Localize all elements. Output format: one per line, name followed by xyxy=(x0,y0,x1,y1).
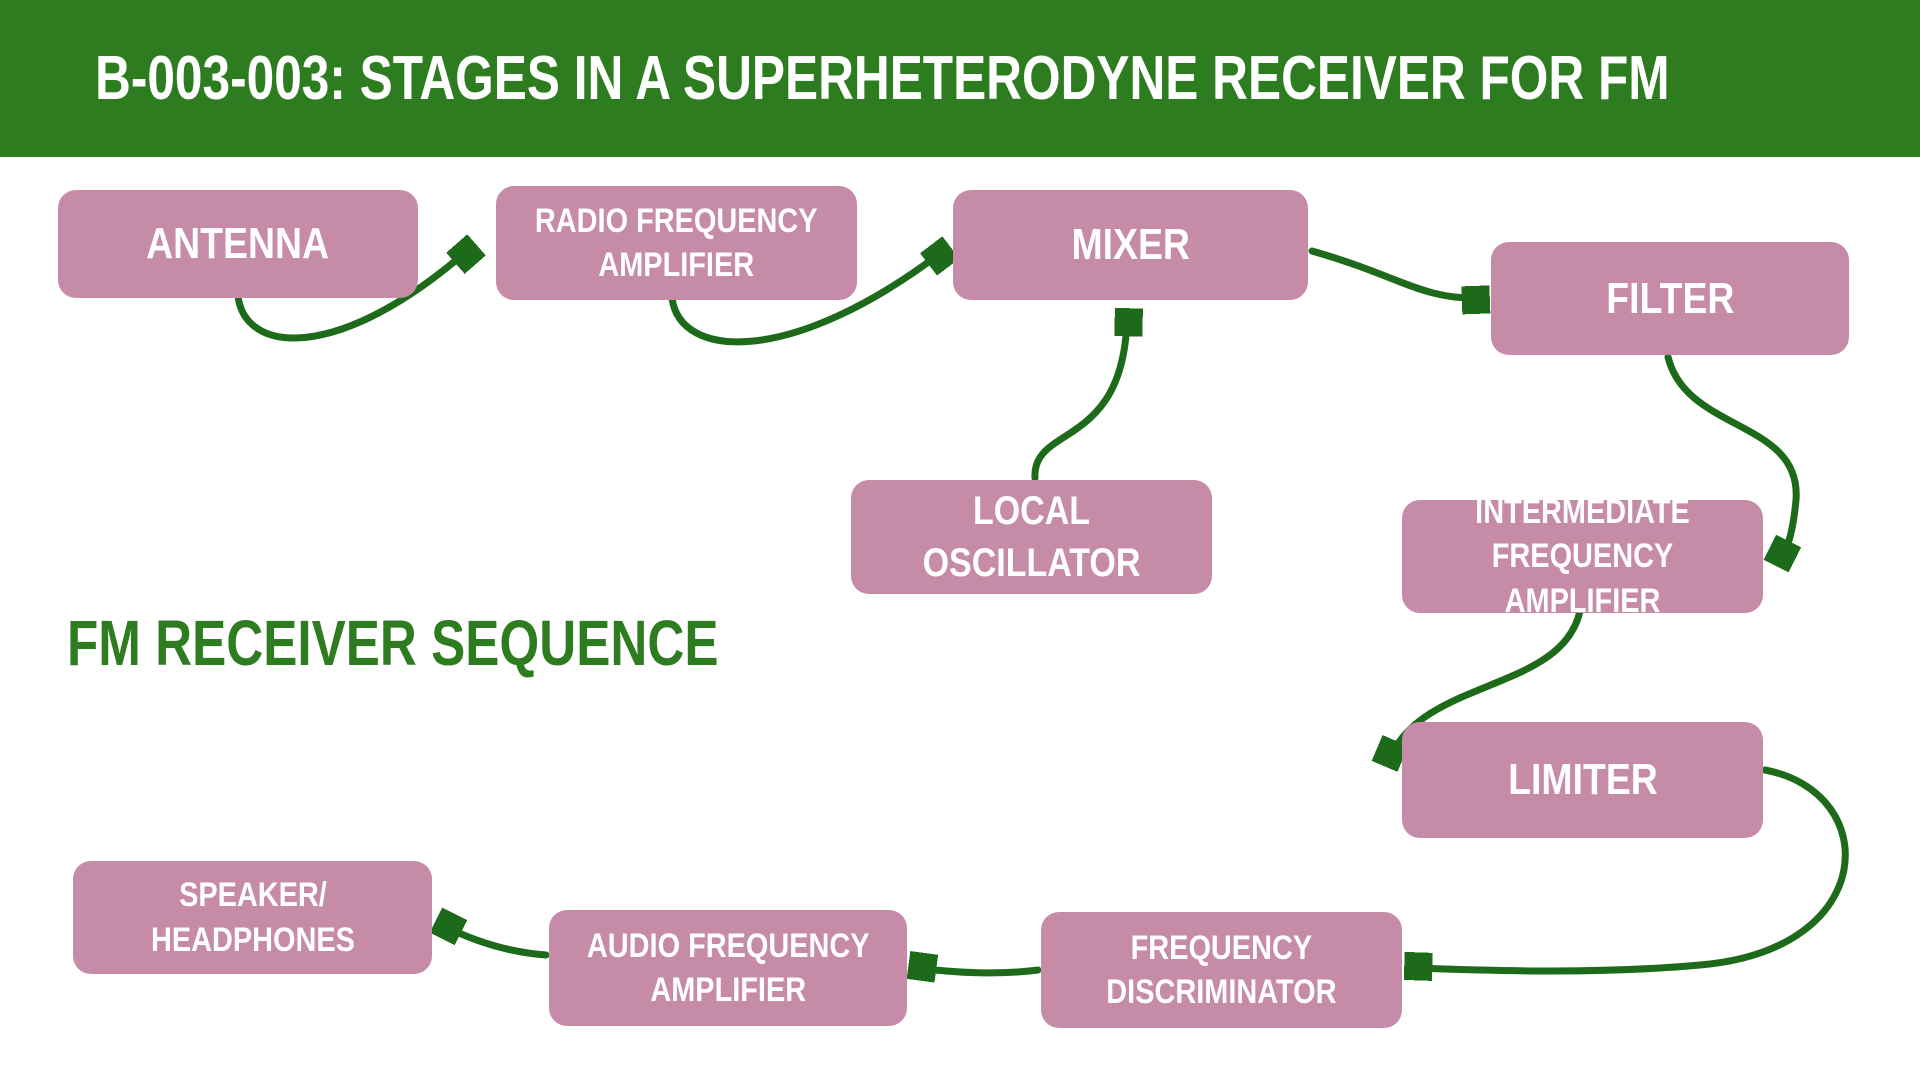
node-mixer: MIXER xyxy=(953,190,1308,300)
node-antenna-label: ANTENNA xyxy=(146,219,330,269)
arrow-local-oscillator-to-mixer xyxy=(1031,318,1127,482)
node-freq-discriminator-label: FREQUENCY DISCRIMINATOR xyxy=(1106,928,1337,1011)
page-title: B-003-003: STAGES IN A SUPERHETERODYNE R… xyxy=(95,44,1670,113)
node-filter: FILTER xyxy=(1491,242,1849,355)
arrow-mixer-to-filter xyxy=(1308,247,1480,298)
node-local-oscillator: LOCAL OSCILLATOR xyxy=(851,480,1212,594)
node-rf-amplifier-label: RADIO FREQUENCY AMPLIFIER xyxy=(535,201,818,284)
node-af-amplifier: AUDIO FREQUENCY AMPLIFIER xyxy=(549,910,907,1026)
node-if-amplifier: INTERMEDIATE FREQUENCY AMPLIFIER xyxy=(1402,493,1763,620)
arrow-discriminator-to-af xyxy=(918,968,1042,973)
node-mixer-label: MIXER xyxy=(1071,220,1190,270)
node-freq-discriminator: FREQUENCY DISCRIMINATOR xyxy=(1041,912,1402,1028)
node-local-oscillator-label: LOCAL OSCILLATOR xyxy=(922,489,1141,585)
node-antenna: ANTENNA xyxy=(58,190,418,298)
node-limiter-label: LIMITER xyxy=(1507,755,1658,805)
node-filter-label: FILTER xyxy=(1605,273,1735,323)
arrow-af-to-speaker xyxy=(444,926,550,959)
node-limiter: LIMITER xyxy=(1402,722,1763,838)
header-bar: B-003-003: STAGES IN A SUPERHETERODYNE R… xyxy=(0,0,1920,157)
node-speaker: SPEAKER/ HEADPHONES xyxy=(73,861,432,974)
node-rf-amplifier: RADIO FREQUENCY AMPLIFIER xyxy=(496,186,857,300)
node-if-amplifier-label: INTERMEDIATE FREQUENCY AMPLIFIER xyxy=(1475,493,1690,620)
node-speaker-label: SPEAKER/ HEADPHONES xyxy=(150,876,355,959)
subtitle: FM RECEIVER SEQUENCE xyxy=(67,607,719,679)
node-af-amplifier-label: AUDIO FREQUENCY AMPLIFIER xyxy=(586,926,870,1009)
